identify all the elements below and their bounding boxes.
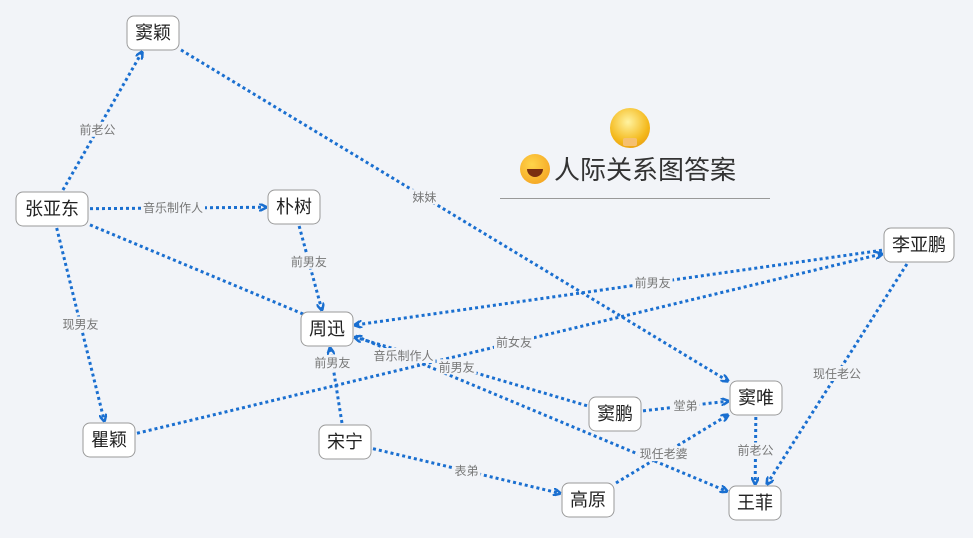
edge-label-background — [632, 274, 673, 290]
edge-liyapeng-zhouxun[interactable] — [355, 248, 883, 325]
edge-doujing-douwei[interactable] — [180, 48, 728, 381]
edge-label: 前男友 — [635, 275, 671, 290]
edge-label-background — [288, 253, 329, 269]
node-zhangyadong[interactable]: 张亚东 — [15, 191, 89, 227]
smiley-face-icon — [520, 153, 550, 184]
diagram-title: 人际关系图答案 — [554, 156, 737, 186]
edge-label: 前男友 — [439, 359, 475, 374]
node-label: 朴树 — [276, 197, 312, 218]
edge-gaoyuan-douwei[interactable] — [615, 415, 728, 485]
edge-label-background — [452, 463, 481, 478]
edge-label: 前女友 — [496, 335, 532, 350]
edge-label-background — [410, 189, 439, 205]
node-box — [729, 380, 783, 416]
node-gaoyuan[interactable]: 高原 — [561, 482, 615, 518]
edge-label-background — [436, 359, 477, 375]
edge-label: 前老公 — [79, 122, 115, 137]
node-box — [82, 422, 136, 458]
node-label: 瞿颖 — [91, 430, 127, 451]
edge-douwei-wangfei[interactable] — [755, 416, 756, 484]
node-songning[interactable]: 宋宁 — [318, 424, 372, 460]
edge-zhangyadong-doujing[interactable] — [61, 52, 142, 191]
edge-label-background — [735, 442, 776, 458]
node-box — [267, 189, 321, 225]
edge-zhangyadong-wangfei[interactable] — [89, 223, 727, 491]
node-pushu[interactable]: 朴树 — [267, 189, 321, 225]
edge-label-background — [811, 366, 863, 381]
edge-liyapeng-wangfei[interactable] — [767, 263, 909, 484]
central-topic[interactable]: 人际关系图答案 — [520, 150, 736, 187]
edge-label: 前老公 — [737, 443, 773, 458]
node-box — [126, 15, 180, 51]
edge-label: 表弟 — [454, 464, 478, 478]
edge-zhangyadong-pushu[interactable] — [89, 207, 266, 208]
edge-label: 前男友 — [314, 355, 350, 370]
node-label: 王菲 — [737, 493, 773, 514]
lightbulb-icon — [610, 108, 650, 148]
node-box — [318, 424, 372, 460]
node-liyapeng[interactable]: 李亚鹏 — [883, 227, 955, 263]
node-box — [15, 191, 89, 227]
edge-label: 现任老公 — [813, 367, 861, 381]
node-box — [728, 485, 782, 521]
node-box — [561, 482, 615, 518]
node-quying[interactable]: 瞿颖 — [82, 422, 136, 458]
node-label: 窦鹏 — [597, 404, 633, 425]
node-douwei[interactable]: 窦唯 — [729, 380, 783, 416]
node-label: 宋宁 — [327, 432, 363, 453]
edge-label-background — [60, 316, 101, 332]
node-label: 李亚鹏 — [892, 235, 946, 256]
node-zhouxun[interactable]: 周迅 — [300, 311, 354, 347]
edge-label: 前男友 — [291, 254, 327, 269]
edge-label: 妹妹 — [412, 190, 436, 204]
node-box — [588, 396, 642, 432]
edge-label-background — [637, 446, 690, 462]
node-label: 高原 — [570, 490, 606, 511]
edge-label-background — [141, 200, 205, 215]
node-label: 窦唯 — [738, 388, 774, 409]
node-label: 张亚东 — [25, 199, 79, 220]
edge-label-background — [77, 121, 118, 137]
edge-label: 现任老婆 — [640, 447, 688, 461]
title-underline — [500, 198, 770, 199]
node-box — [300, 311, 354, 347]
node-wangfei[interactable]: 王菲 — [728, 485, 782, 521]
edge-label: 现男友 — [62, 318, 98, 332]
edge-quying-liyapeng[interactable] — [136, 254, 882, 435]
edge-label-background — [312, 354, 353, 370]
node-droupeng[interactable]: 窦鹏 — [588, 396, 642, 432]
node-label: 窦颖 — [135, 23, 171, 44]
edge-label-background — [671, 398, 700, 413]
node-doujing[interactable]: 窦颖 — [126, 15, 180, 51]
edge-label: 音乐制作人 — [373, 348, 433, 363]
edge-label: 音乐制作人 — [143, 200, 203, 215]
edge-label-background — [494, 334, 534, 350]
edge-label: 堂弟 — [673, 399, 697, 413]
node-box — [883, 227, 955, 263]
edge-label-background — [371, 348, 436, 363]
node-label: 周迅 — [309, 319, 345, 340]
